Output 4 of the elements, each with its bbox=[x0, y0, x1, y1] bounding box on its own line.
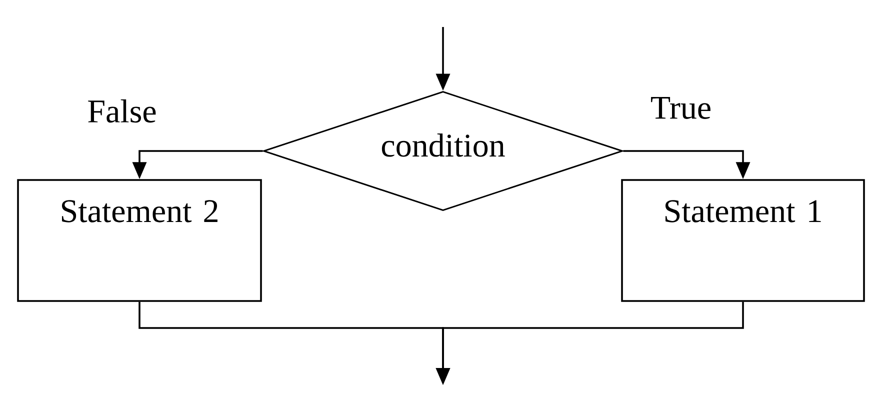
edge-label: True bbox=[649, 96, 713, 120]
process-box: Statement 2 bbox=[17, 179, 262, 302]
process-box: Statement 1 bbox=[621, 179, 865, 302]
edge-label: False bbox=[86, 98, 158, 124]
